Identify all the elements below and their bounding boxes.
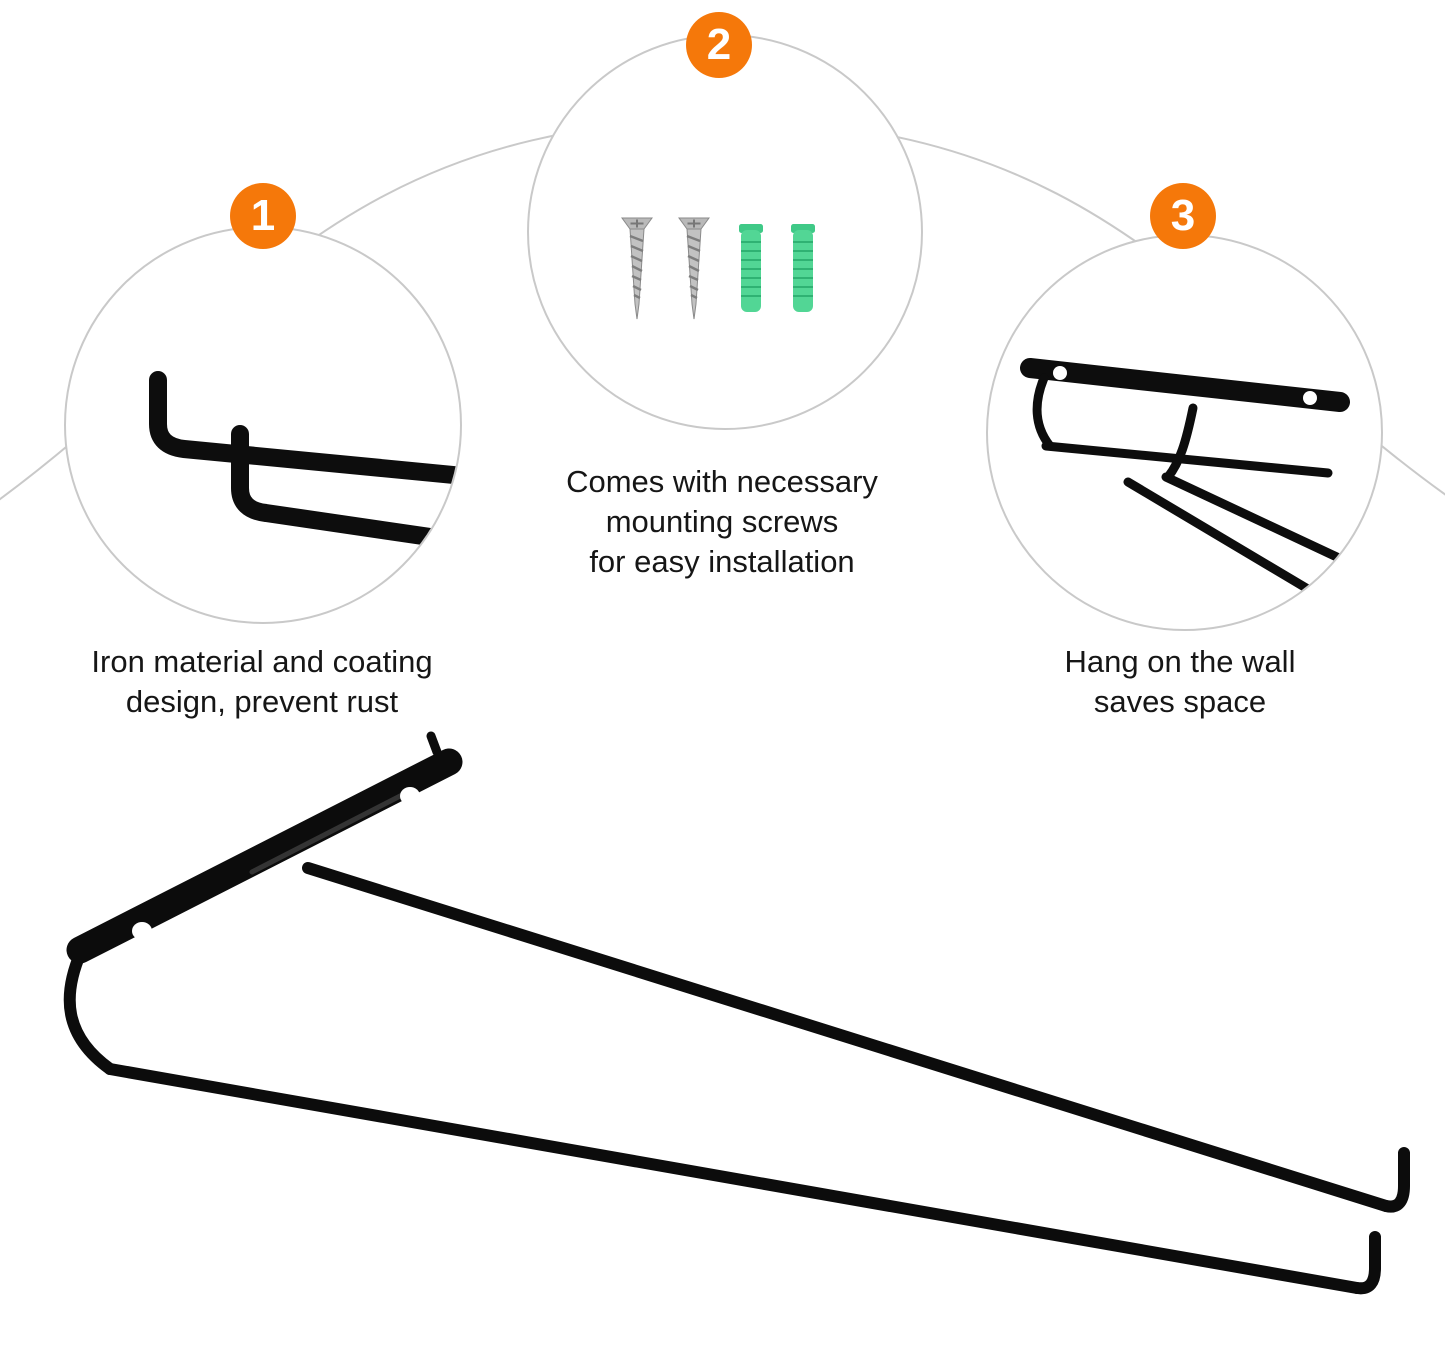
hook-wire-lower xyxy=(231,425,460,551)
screw-hole xyxy=(400,787,420,805)
screw-hole xyxy=(1053,366,1067,380)
front-rail xyxy=(1041,441,1333,478)
feature-2-number: 2 xyxy=(706,20,732,69)
screw-hole xyxy=(1303,391,1317,405)
feature-1-number: 1 xyxy=(250,191,276,240)
mounting-bar xyxy=(66,748,463,964)
upper-rail-hook xyxy=(1380,1147,1410,1213)
product-rack-image xyxy=(63,731,1410,1295)
mounting-bar xyxy=(1020,358,1350,412)
feature-2-caption: Comes with necessary mounting screws for… xyxy=(482,462,962,582)
feature-1-caption: Iron material and coating design, preven… xyxy=(22,642,502,722)
bar-stem xyxy=(1163,403,1198,482)
wall-anchor-icon xyxy=(738,223,764,313)
wall-mounted-rack-closeup-icon xyxy=(1020,358,1361,609)
screw-icon xyxy=(677,216,711,321)
caption-line: Comes with necessary xyxy=(566,464,878,499)
lower-rail-hook xyxy=(1351,1231,1381,1295)
screw-icon xyxy=(620,216,654,321)
caption-line: design, prevent rust xyxy=(125,684,399,719)
caption-line: mounting screws xyxy=(605,504,839,539)
rail-diagonal-lower xyxy=(1123,477,1338,609)
lower-rail xyxy=(104,1063,1363,1294)
hook-wire-upper xyxy=(149,371,460,485)
caption-line: saves space xyxy=(1093,684,1267,719)
caption-line: Hang on the wall xyxy=(1064,644,1296,679)
rack-hook-ends-closeup-icon xyxy=(149,371,460,551)
feature-3-badge: 3 xyxy=(1150,183,1216,249)
wall-anchor-icon xyxy=(790,223,816,313)
bar-gloss-highlight xyxy=(249,789,411,875)
rail-diagonal-upper xyxy=(1161,472,1361,571)
caption-line: for easy installation xyxy=(589,544,855,579)
feature-2-badge: 2 xyxy=(686,12,752,78)
caption-line: Iron material and coating xyxy=(91,644,433,679)
screw-hole xyxy=(132,922,152,940)
feature-3-caption: Hang on the wall saves space xyxy=(960,642,1400,722)
feature-1-badge: 1 xyxy=(230,183,296,249)
bar-left-bend xyxy=(1032,373,1055,451)
feature-3-image-circle xyxy=(986,234,1383,631)
bar-top-peg xyxy=(426,731,442,757)
mounting-screws-and-anchors-icon xyxy=(620,216,816,321)
feature-3-number: 3 xyxy=(1170,191,1196,240)
upper-rail xyxy=(302,862,1392,1212)
feature-2-image-circle xyxy=(527,34,923,430)
feature-1-image-circle xyxy=(64,226,462,624)
left-u-bend xyxy=(63,946,116,1075)
